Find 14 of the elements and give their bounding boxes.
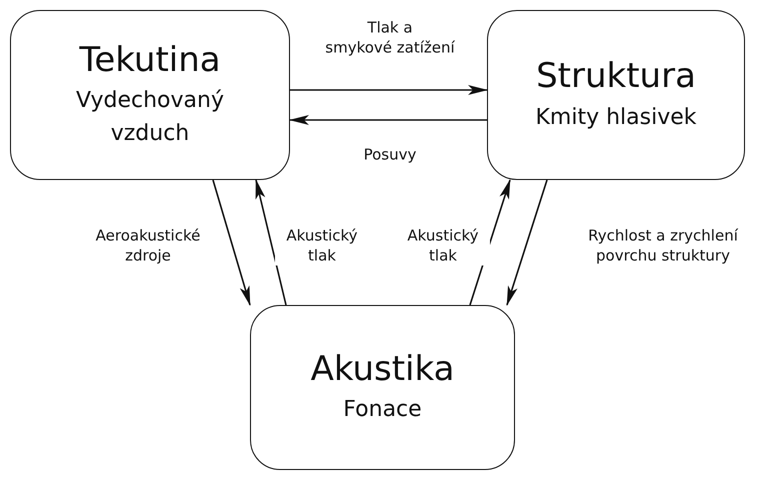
arrow bbox=[212, 180, 251, 306]
rounded-box bbox=[10, 10, 290, 180]
node-subtitle: Kmity hlasivek bbox=[535, 104, 696, 132]
arrow bbox=[506, 180, 548, 306]
arrow bbox=[290, 85, 488, 95]
rounded-box bbox=[250, 305, 515, 470]
arrow bbox=[255, 179, 287, 306]
node-title: Tekutina bbox=[79, 40, 221, 80]
node-title: Akustika bbox=[310, 348, 454, 390]
node-subtitle: Fonace bbox=[343, 396, 422, 424]
rounded-box bbox=[487, 10, 745, 180]
arrow bbox=[289, 115, 487, 125]
node-title: Struktura bbox=[536, 56, 696, 97]
node-subtitle: Vydechovaný vzduch bbox=[75, 87, 225, 148]
